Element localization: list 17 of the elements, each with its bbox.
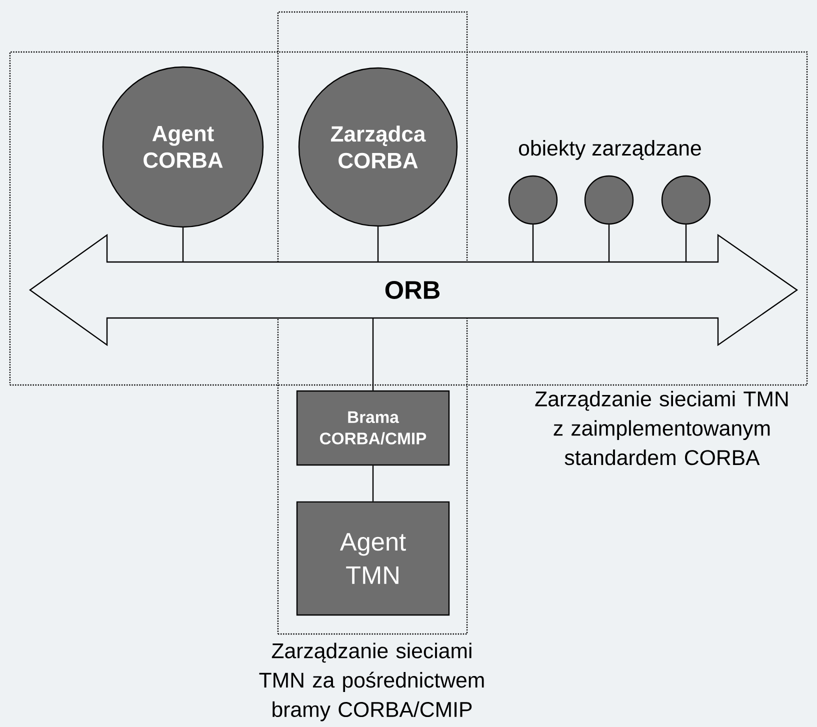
region-caption: Zarządzanie sieciami TMN z zaimplementowanym standardem CORBA xyxy=(535,390,788,466)
connector-line xyxy=(685,224,687,262)
process-box: Brama CORBA/CMIP xyxy=(296,390,450,466)
object-circle xyxy=(508,175,558,225)
process-box: Agent TMN xyxy=(296,501,450,616)
object-circle xyxy=(661,175,711,225)
region-caption: Zarządzanie sieciami TMN za pośrednictwem bramy CORBA/CMIP xyxy=(259,642,484,722)
group-label: obiekty zarządzane xyxy=(519,140,701,160)
circle-node: Zarządca CORBA xyxy=(298,67,458,227)
connector-line xyxy=(372,318,374,390)
connector-line xyxy=(532,224,534,262)
connector-line xyxy=(377,226,379,262)
object-circle xyxy=(584,175,634,225)
connector-line xyxy=(182,228,184,262)
circle-node: Agent CORBA xyxy=(102,66,264,228)
connector-line xyxy=(608,224,610,262)
connector-line xyxy=(372,466,374,502)
